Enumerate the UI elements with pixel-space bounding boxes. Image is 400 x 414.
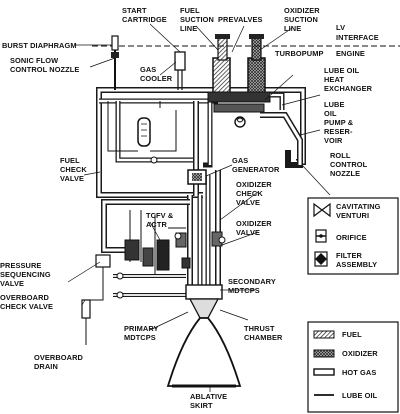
fuel-hatch-swatch [313,330,335,339]
label-burst-diaphragm: BURST DIAPHRAGM [2,41,77,50]
start-cartridge [111,35,186,90]
gas-cooler [137,117,151,147]
label-prevalves: PREVALVES [218,15,263,24]
orifice-icon [315,229,327,243]
legend-orifice-label: ORIFICE [336,233,367,242]
control-components [81,231,223,319]
oxidizer-cross-swatch [313,349,335,358]
inline-symbols [116,156,226,299]
label-turbopump: TURBOPUMP [275,49,324,58]
label-engine: ENGINE [336,49,365,58]
gas-generator [187,169,207,185]
turbopump-assembly [207,57,303,168]
legend-fuel-label: FUEL [342,330,362,339]
legend-hot-gas-label: HOT GAS [342,368,376,377]
venturi-icon [313,202,331,218]
label-tcfv: TCFV &ACTR [146,211,174,229]
line-legend: FUEL OXIDIZER HOT GAS LUBE OIL [307,321,399,413]
filter-icon [314,251,328,267]
label-leaders [67,23,331,392]
thrust-chamber [166,284,242,388]
legend-oxidizer-label: OXIDIZER [342,349,378,358]
hot-gas-double-swatch [313,368,335,376]
legend-lube-oil-label: LUBE OIL [342,391,378,400]
